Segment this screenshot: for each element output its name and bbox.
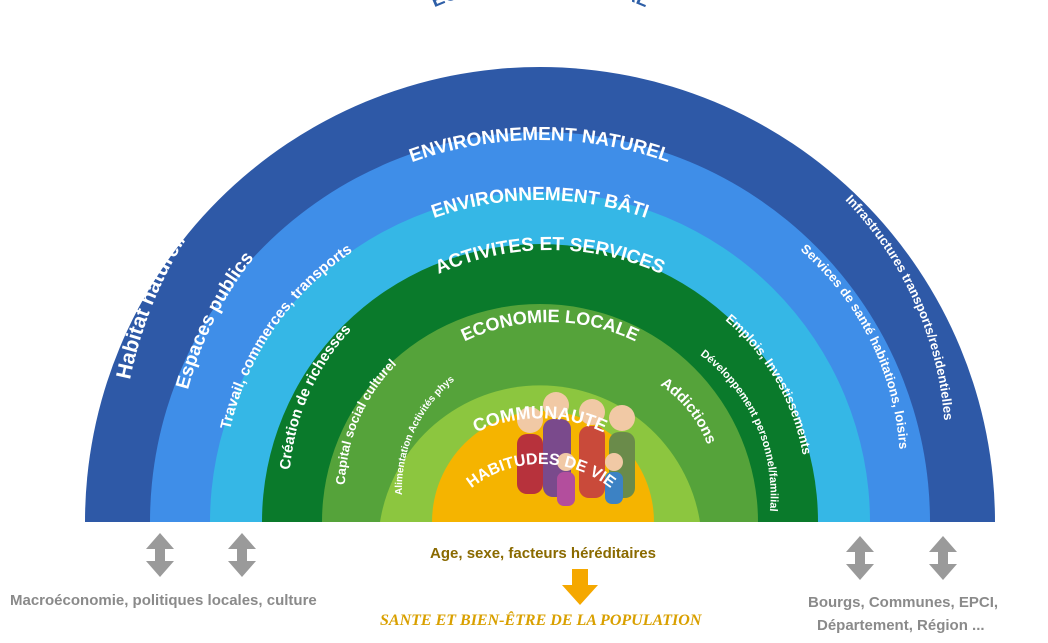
person-head xyxy=(579,399,605,425)
right-note-line-2: Département, Région ... xyxy=(817,617,985,634)
double-arrow-icon xyxy=(846,536,874,580)
core-label: Age, sexe, facteurs héréditaires xyxy=(430,545,656,562)
person-body xyxy=(579,426,605,498)
down-arrow-icon xyxy=(562,569,598,605)
person-head xyxy=(557,453,575,471)
diagram-title: ECOSYSTEME GLOBAL xyxy=(428,0,652,12)
person-head xyxy=(543,392,569,418)
person-body xyxy=(557,472,575,506)
double-arrow-icon xyxy=(146,533,174,577)
person-head xyxy=(517,407,543,433)
left-note: Macroéconomie, politiques locales, cultu… xyxy=(10,592,317,609)
double-arrow-icon xyxy=(228,533,256,577)
right-note-line-1: Bourgs, Communes, EPCI, xyxy=(808,594,999,611)
person-body xyxy=(605,472,623,504)
person-body xyxy=(517,434,543,494)
rainbow-rings xyxy=(85,67,995,523)
person-head xyxy=(609,405,635,431)
influence-arrows xyxy=(146,533,957,605)
double-arrow-icon xyxy=(929,536,957,580)
population-illustration xyxy=(517,392,635,506)
outcome-label: SANTE ET BIEN-ÊTRE DE LA POPULATION xyxy=(380,612,702,629)
person-head xyxy=(605,453,623,471)
